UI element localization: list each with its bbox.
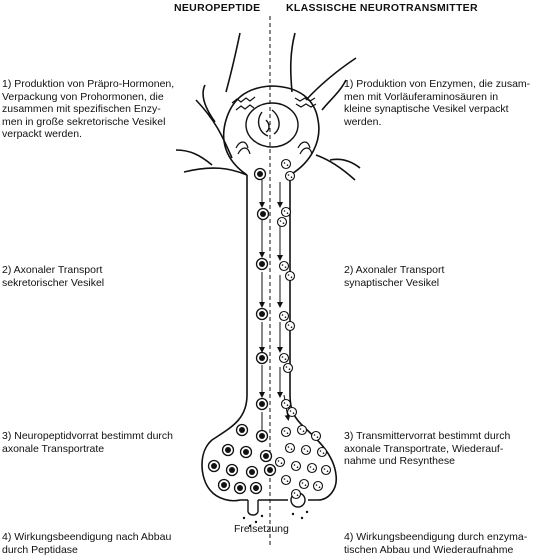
right-step-3: 3) Transmittervorrat bestimmt durch axon… [344, 430, 511, 467]
dense-core-vesicle [233, 481, 247, 495]
synaptic-vesicle [284, 320, 296, 332]
dense-core-vesicle [245, 465, 259, 479]
header-classical-neurotransmitter: KLASSISCHE NEUROTRANSMITTER [286, 2, 478, 14]
synaptic-vesicle [310, 430, 322, 442]
chromatin [257, 109, 280, 137]
left-step-2: 2) Axonaler Transport sekretorischer Ves… [2, 264, 105, 289]
synaptic-vesicle [276, 216, 288, 228]
dense-core-vesicle [255, 397, 269, 411]
header-neuropeptide: NEUROPEPTIDE [174, 2, 261, 14]
synaptic-vesicle [312, 480, 324, 492]
synaptic-vesicle [290, 460, 302, 472]
dense-core-vesicle [256, 207, 270, 221]
synaptic-vesicle [280, 398, 292, 410]
soma [222, 85, 320, 176]
synaptic-vesicle [284, 270, 296, 282]
nucleus [245, 102, 299, 148]
synaptic-vesicle [280, 474, 292, 486]
dense-core-vesicle [235, 423, 249, 437]
synaptic-vesicle [300, 444, 312, 456]
dense-core-vesicle [255, 429, 269, 443]
synaptic-vesicle [274, 456, 286, 468]
dense-core-vesicle [259, 449, 273, 463]
released-molecules [242, 510, 309, 528]
synaptic-vesicle [280, 206, 292, 218]
dense-core-vesicle [263, 463, 277, 477]
synaptic-vesicle [296, 424, 308, 436]
dense-core-vesicle [239, 445, 253, 459]
right-step-2: 2) Axonaler Transport synaptischer Vesik… [344, 264, 445, 289]
transport-arrows-right [277, 182, 291, 421]
dense-core-vesicle [255, 307, 269, 321]
release-label: Freisetzung [234, 523, 289, 535]
synaptic-vesicle [306, 462, 318, 474]
left-step-3: 3) Neuropeptidvorrat bestimmt durch axon… [2, 430, 173, 455]
synaptic-vesicle [284, 442, 296, 454]
synaptic-vesicle [280, 426, 292, 438]
dense-core-vesicle [255, 351, 269, 365]
synaptic-vesicle [282, 362, 294, 374]
left-step-1: 1) Produktion von Präpro-Hormonen, Verpa… [2, 78, 175, 140]
golgi [235, 141, 313, 155]
dense-core-vesicle [253, 167, 267, 181]
synaptic-vesicle [280, 158, 292, 170]
release-opening-left [247, 500, 259, 516]
dense-core-vesicles [207, 167, 277, 495]
synaptic-vesicle [278, 310, 290, 322]
synaptic-vesicle [298, 478, 310, 490]
left-step-4: 4) Wirkungsbeendigung nach Abbau durch P… [2, 531, 172, 556]
synaptic-vesicle [290, 488, 302, 500]
dense-core-vesicle [255, 257, 269, 271]
synaptic-vesicles [274, 158, 332, 500]
synaptic-vesicle [320, 464, 332, 476]
dense-core-vesicle [217, 478, 231, 492]
right-step-1: 1) Produktion von Enzymen, die zusam- me… [344, 78, 531, 128]
synaptic-vesicle [284, 170, 296, 182]
dense-core-vesicle [249, 481, 263, 495]
synaptic-vesicle [316, 446, 328, 458]
synaptic-vesicle [278, 260, 290, 272]
synaptic-vesicle [278, 352, 290, 364]
dense-core-vesicle [207, 459, 221, 473]
dense-core-vesicle [221, 443, 235, 457]
dense-core-vesicle [225, 463, 239, 477]
synaptic-vesicle [286, 406, 298, 418]
endoplasmic-reticulum [231, 96, 317, 111]
neuron-outline [175, 32, 361, 502]
right-step-4: 4) Wirkungsbeendigung durch enzyma- tisc… [344, 531, 528, 556]
